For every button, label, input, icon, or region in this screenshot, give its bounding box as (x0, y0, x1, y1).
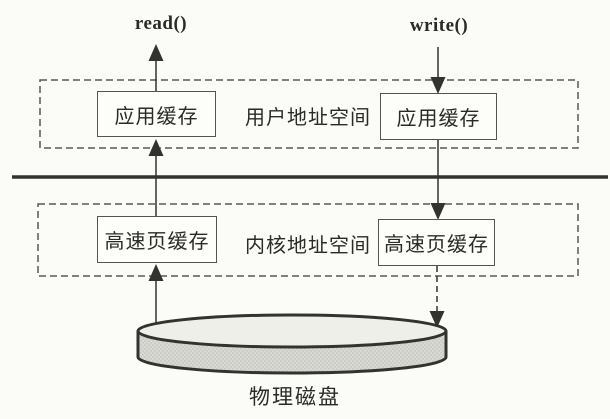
down-arrowhead-icon (430, 203, 446, 220)
user-address-space-region (39, 79, 579, 149)
read-arrow-appbuffer-to-call (148, 44, 164, 91)
physical-disk-label: 物理磁盘 (249, 385, 341, 409)
up-arrowhead-icon (148, 139, 164, 156)
write-call-label: write() (409, 15, 469, 36)
up-arrowhead-icon (148, 44, 164, 61)
kernel-address-space-label: 内核地址空间 (245, 235, 371, 257)
disk-cylinder-top (136, 313, 448, 349)
read-arrow-disk-to-pagecache (148, 264, 164, 323)
write-arrow-pagecache-to-disk (429, 266, 445, 328)
down-arrowhead-icon (430, 77, 446, 94)
write-arrow-call-to-appbuffer (430, 47, 446, 94)
kernel-address-space-region (37, 203, 579, 277)
page-cache-write-box: 高速页缓存 (378, 219, 495, 266)
write-arrow-appbuffer-to-pagecache (430, 140, 446, 220)
read-call-label: read() (134, 13, 188, 34)
user-address-space-label: 用户地址空间 (245, 107, 371, 129)
down-arrowhead-icon (429, 311, 445, 328)
app-buffer-read-box: 应用缓存 (97, 91, 216, 137)
read-arrow-pagecache-to-appbuffer (148, 139, 164, 216)
up-arrowhead-icon (148, 264, 164, 281)
page-cache-read-box: 高速页缓存 (97, 216, 217, 263)
app-buffer-write-box: 应用缓存 (380, 93, 497, 140)
physical-disk-cylinder (136, 313, 448, 375)
